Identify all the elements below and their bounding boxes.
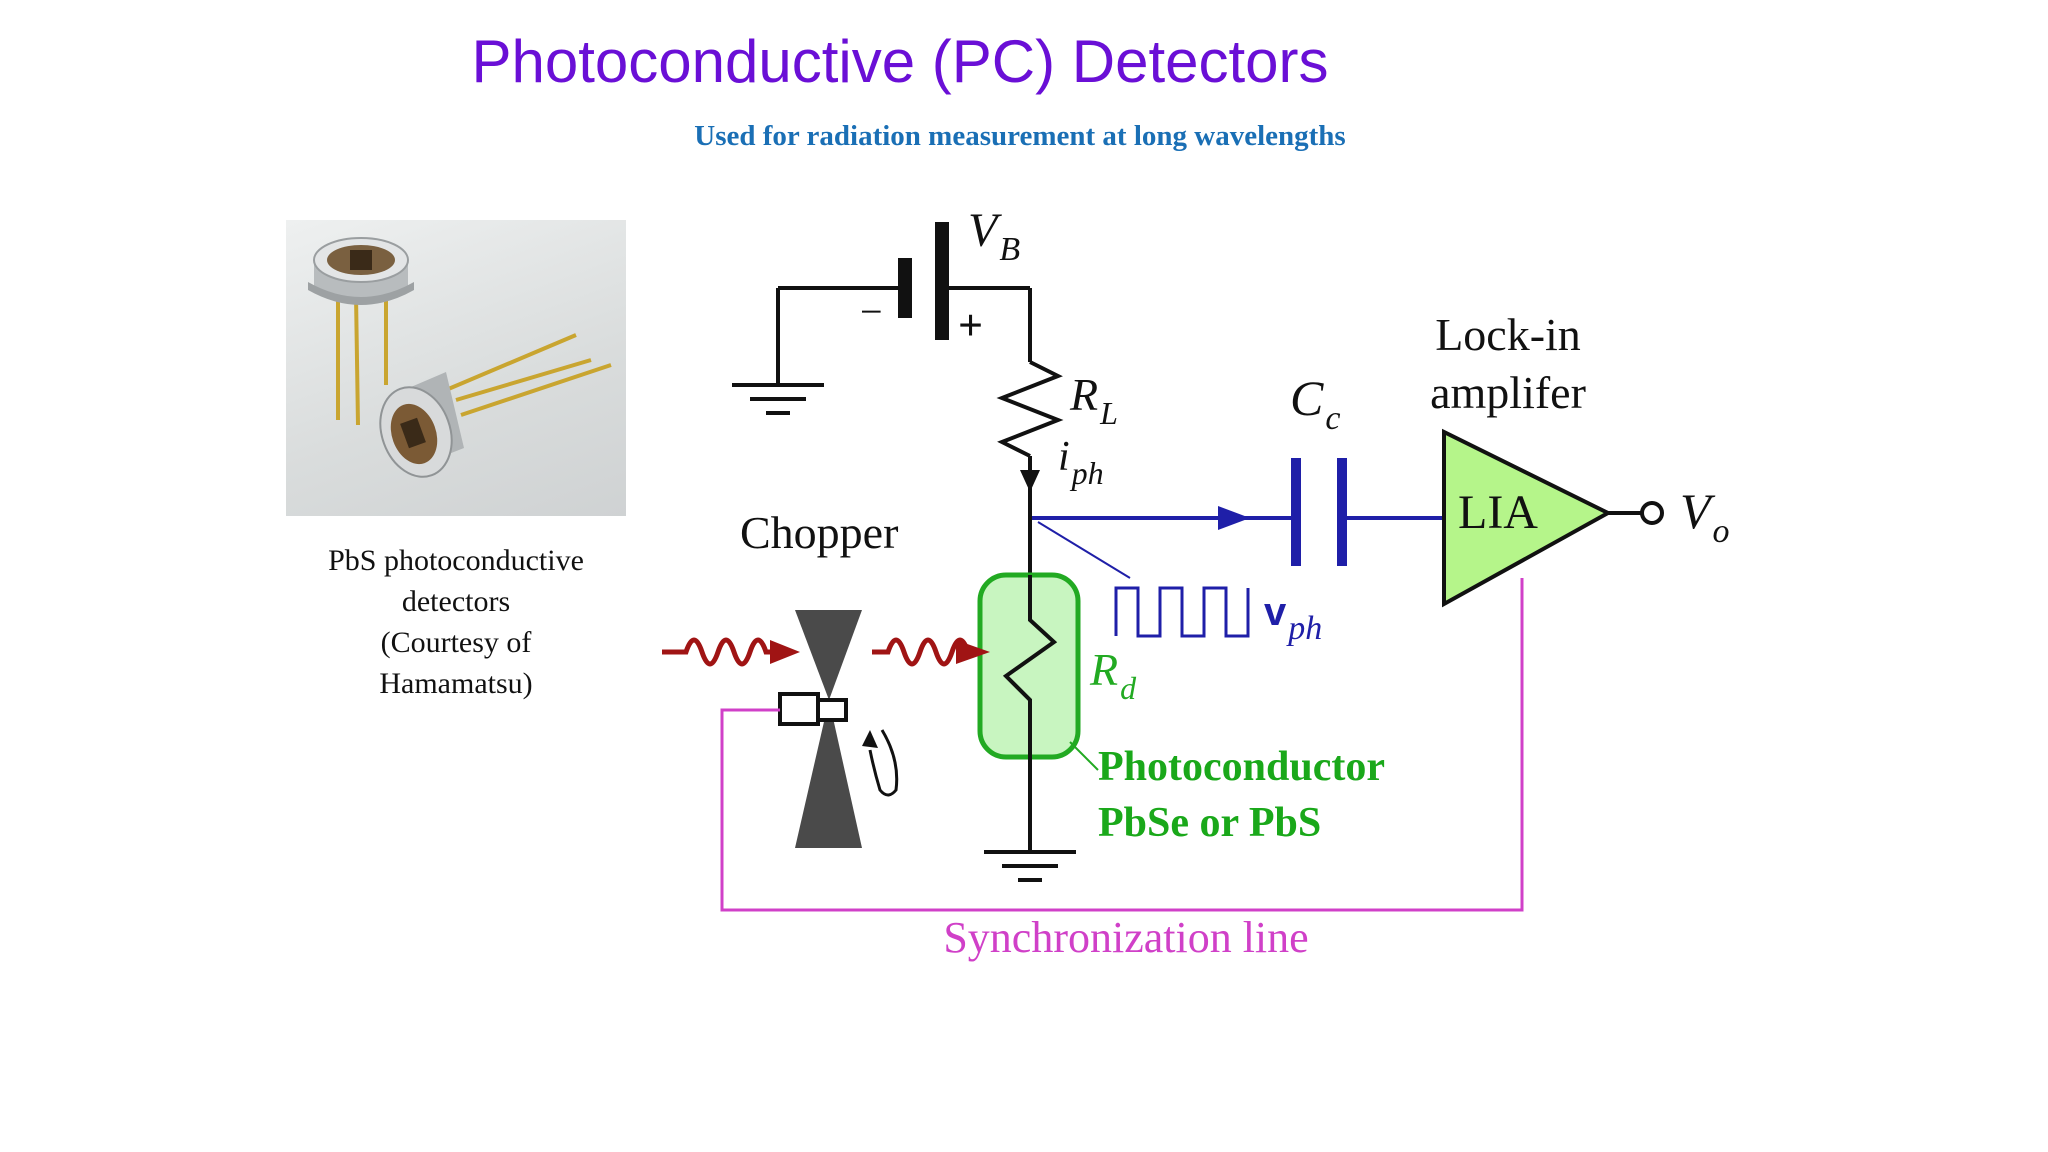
chopper-blade-bottom [795,700,862,848]
sync-label: Synchronization line [943,913,1308,962]
iph-label: iph [1058,434,1104,491]
chopper-shaft [816,698,848,722]
caption-line: (Courtesy of [380,626,532,659]
detector-photo-illustration [308,237,612,478]
photoconductor-pointer [1069,741,1099,771]
lia-amplifier-triangle [1442,428,1613,608]
battery-vb [898,222,949,340]
signal-arrow-icon [1218,506,1250,530]
coupling-capacitor [1291,458,1347,566]
square-wave-icon [1114,586,1250,638]
ground-symbol-left [732,288,824,415]
chopper-motor [778,692,820,726]
vph-pointer-line [1037,521,1131,579]
ground-symbol-bottom [984,850,1076,882]
detector-photo [286,220,626,516]
vo-label: Vo [1680,483,1730,550]
slide-subtitle: Used for radiation measurement at long w… [694,120,1346,152]
rotation-arrow-icon [868,729,899,797]
load-resistor-rl [996,360,1064,458]
caption-line: detectors [401,585,511,618]
radiation-wave-incoming [662,637,800,667]
photoconductor-material: PbSe or PbS [1098,800,1321,846]
chopper-label: Chopper [740,507,898,558]
radiation-wave-chopped [872,637,990,667]
lockin-title-line1: Lock-in [1435,309,1581,360]
caption-line: Hamamatsu) [379,667,533,700]
chopper-blade-top [795,610,862,700]
vb-label: VB [968,204,1020,268]
rotation-arrowhead-icon [862,730,878,748]
photoconductor-title: Photoconductor [1098,744,1385,790]
lia-label: LIA [1458,486,1538,539]
photo-caption: PbS photoconductive detectors (Courtesy … [286,540,626,704]
caption-line: PbS photoconductive [328,544,584,577]
slide-title: Photoconductive (PC) Detectors [471,28,1329,95]
cc-label: Cc [1290,370,1340,437]
rd-label: Rd [1089,644,1137,706]
vph-label: vph [1264,590,1322,647]
iph-arrow-icon [1020,470,1040,492]
lockin-title-line2: amplifer [1430,367,1586,418]
output-terminal [1640,501,1664,525]
battery-plus-sign: + [958,301,983,350]
photoconductor-resistor-rd [1002,575,1058,757]
synchronization-wire [720,578,1524,912]
battery-minus-sign: − [860,289,883,334]
rl-label: RL [1069,369,1118,431]
